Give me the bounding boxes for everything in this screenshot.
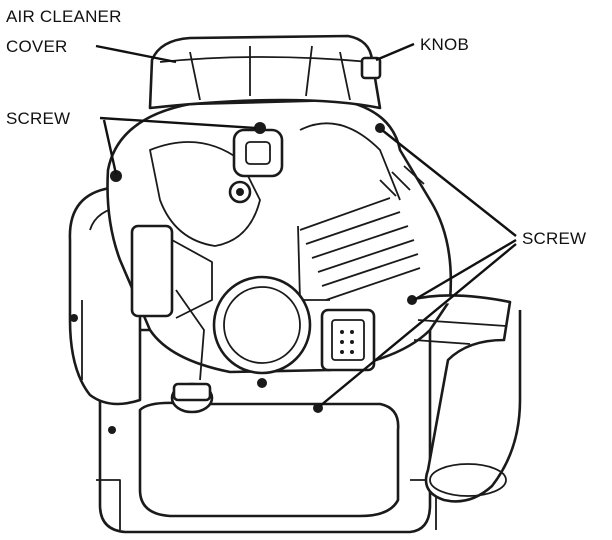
callout-labels: AIR CLEANER COVER KNOB SCREW SCREW [6, 7, 586, 248]
label-air-cleaner-cover-line2: COVER [6, 37, 67, 56]
starter-hub [212, 275, 312, 375]
leader-lines [95, 42, 517, 407]
blower-tube [409, 294, 522, 503]
engine-illustration [68, 34, 522, 534]
top-bracket [232, 128, 284, 178]
screw-left [110, 170, 122, 182]
label-screw-right: SCREW [522, 229, 586, 248]
switch-block [320, 308, 376, 372]
carburetor [130, 224, 174, 318]
label-air-cleaner-cover-line1: AIR CLEANER [6, 7, 122, 26]
fuel-tank [138, 401, 400, 518]
label-knob: KNOB [420, 35, 469, 54]
screw-right-mid [407, 295, 417, 305]
knob [360, 56, 382, 80]
label-screw-left: SCREW [6, 109, 70, 128]
air-cleaner-cover [148, 34, 382, 110]
screw-top [254, 122, 266, 134]
